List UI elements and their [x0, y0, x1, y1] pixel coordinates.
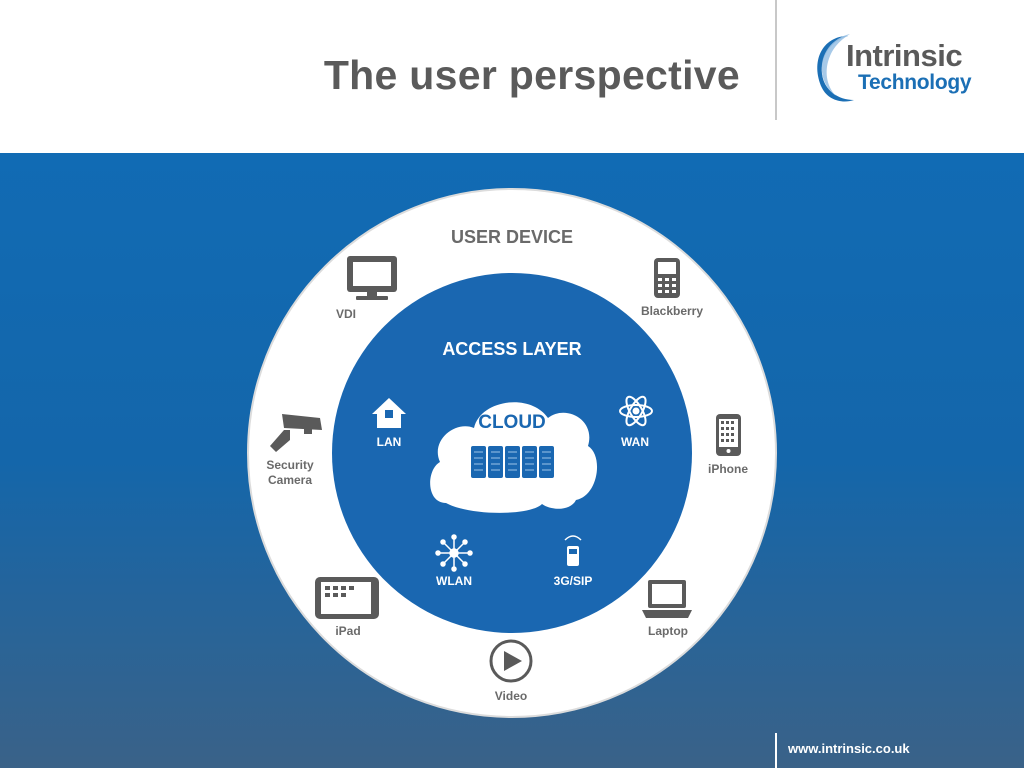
wireless-mesh-icon	[435, 534, 473, 572]
header-divider	[775, 0, 777, 120]
slide-title: The user perspective	[323, 52, 740, 98]
atom-network-icon	[619, 395, 653, 427]
security-camera-icon	[270, 414, 322, 452]
logo-text-technology: Technology	[858, 71, 972, 94]
device-label-ipad: iPad	[335, 624, 361, 638]
access-layer-title: ACCESS LAYER	[442, 339, 582, 359]
device-label-security-camera-line2: Camera	[267, 473, 313, 487]
device-label-blackberry: Blackberry	[640, 304, 704, 318]
blackberry-phone-icon	[654, 258, 680, 298]
device-label-laptop: Laptop	[648, 624, 688, 638]
device-label-security-camera-line1: Security	[266, 458, 314, 472]
mobile-signal-icon	[564, 535, 582, 566]
footer-website-link[interactable]: www.intrinsic.co.uk	[788, 741, 910, 756]
header: The user perspective Intrinsic Technolog…	[0, 0, 1024, 153]
footer-divider	[775, 733, 777, 768]
user-device-title: USER DEVICE	[450, 227, 574, 247]
laptop-icon	[642, 580, 692, 618]
device-label-video: Video	[494, 689, 528, 703]
server-rack-icon	[471, 446, 554, 478]
iphone-icon	[716, 414, 741, 456]
house-wifi-icon	[372, 398, 406, 428]
tablet-icon	[315, 577, 379, 619]
access-label-wan: WAN	[621, 435, 649, 449]
access-label-wlan: WLAN	[436, 574, 472, 588]
device-label-iphone: iPhone	[707, 462, 748, 476]
monitor-icon	[347, 256, 397, 300]
company-logo: Intrinsic Technology	[808, 30, 988, 105]
cloud-label: CLOUD	[478, 412, 546, 433]
logo-swoosh-icon	[817, 34, 854, 102]
logo-text-intrinsic: Intrinsic	[846, 38, 963, 73]
access-label-lan: LAN	[376, 435, 402, 449]
play-video-icon	[489, 639, 533, 683]
access-label-3g-sip: 3G/SIP	[553, 574, 593, 588]
device-label-vdi: VDI	[335, 307, 356, 321]
